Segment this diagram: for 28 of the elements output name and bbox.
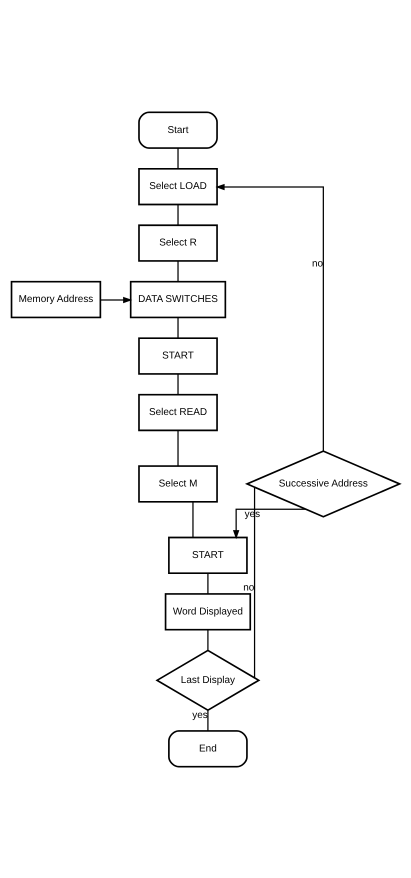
connector xyxy=(177,430,179,466)
connector xyxy=(177,373,179,394)
node-box: Select M xyxy=(138,464,218,502)
arrow xyxy=(232,508,306,539)
arrow xyxy=(215,183,324,451)
connector xyxy=(207,629,209,650)
connector xyxy=(254,486,256,678)
connector xyxy=(177,204,179,225)
connector xyxy=(192,501,194,537)
node-box: Start xyxy=(138,111,218,148)
edge-label: no xyxy=(243,582,254,593)
arrow xyxy=(100,296,132,303)
node-box: Memory Address xyxy=(10,280,102,318)
connector xyxy=(177,148,179,168)
connector xyxy=(207,710,209,730)
node-diamond: Last Display xyxy=(155,648,260,711)
connector xyxy=(177,260,179,282)
connector xyxy=(177,316,179,338)
node-box: Select R xyxy=(138,224,218,262)
node-box: End xyxy=(168,730,248,767)
node-box: START xyxy=(138,336,218,374)
node-box: Select LOAD xyxy=(138,167,218,205)
node-box: Select READ xyxy=(138,393,218,431)
edge-label: yes xyxy=(192,709,208,720)
node-box: Word Displayed xyxy=(164,592,252,630)
node-box: START xyxy=(168,536,248,574)
node-box: DATA SWITCHES xyxy=(130,280,226,318)
connector xyxy=(207,572,209,594)
